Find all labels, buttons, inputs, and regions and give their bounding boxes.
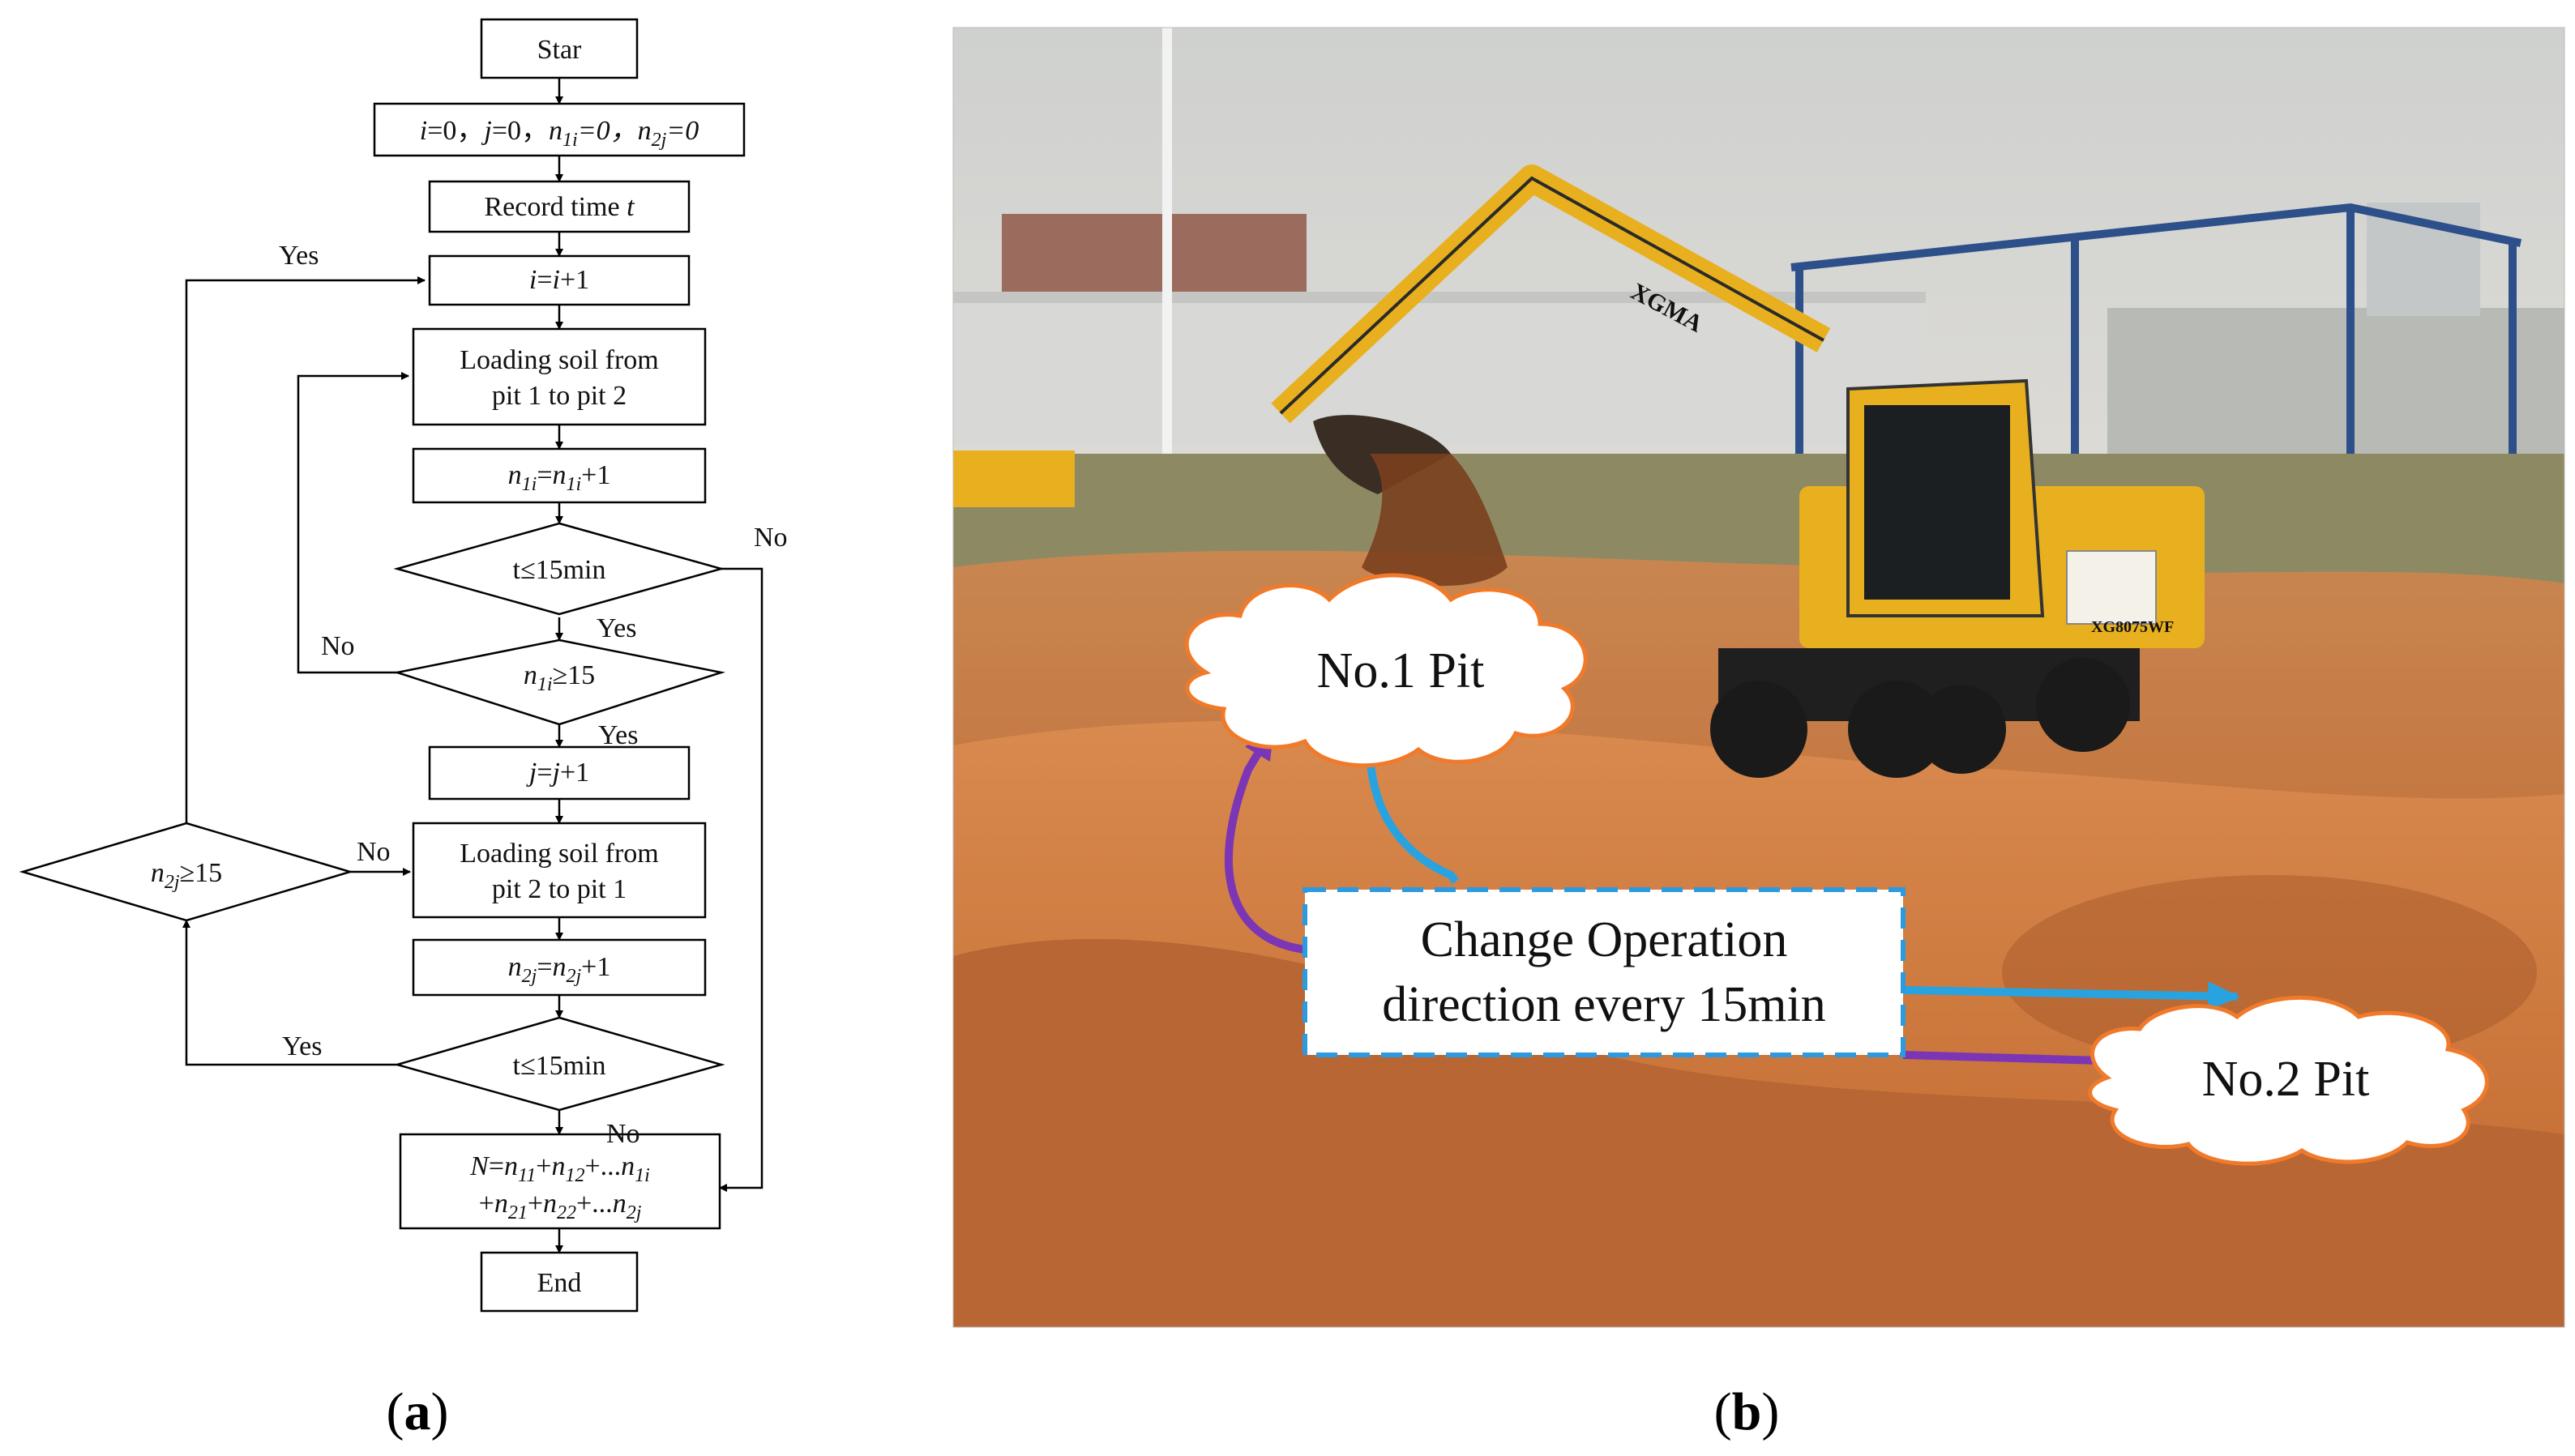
start-label: Star <box>537 35 582 65</box>
label-no-n1check: No <box>321 631 355 661</box>
t1-label: t≤15min <box>513 555 606 585</box>
edge-t2-yes <box>182 920 397 1066</box>
node-end: End <box>480 1251 639 1313</box>
edge-n2check-yes <box>185 276 426 823</box>
decision-t1: t≤15min <box>393 522 725 616</box>
node-start: Star <box>480 18 639 79</box>
node-n1-increment: n1i=n1i+1 <box>412 447 707 504</box>
node-load-pit2-to-pit1: Loading soil from pit 2 to pit 1 <box>412 822 707 919</box>
node-load-pit1-to-pit2: Loading soil from pit 1 to pit 2 <box>412 327 707 426</box>
load1-line1: Loading soil from <box>460 345 659 375</box>
increment-j-label: j=j+1 <box>526 758 589 788</box>
sum-line2: +n21+n22+...n2j <box>479 1189 642 1223</box>
blue-connector <box>1366 745 1459 884</box>
node-n2-increment: n2j=n2j+1 <box>412 938 707 997</box>
n2-increment-label: n2j=n2j+1 <box>508 952 611 987</box>
flowchart: Star i=0，j=0，n1i=0，n2j=0 Record time t i… <box>19 18 788 1313</box>
label-yes-loop: Yes <box>279 241 319 271</box>
n1-increment-label: n1i=n1i+1 <box>508 460 611 495</box>
edge-n1check-no <box>297 372 409 674</box>
excavator: XGMA XG8075WF <box>1271 164 2205 778</box>
light-pole <box>1162 28 1172 519</box>
record-time-label: Record time t <box>484 192 635 222</box>
n2check-label: n2j≥15 <box>151 858 222 893</box>
instruction-line2: direction every 15min <box>1382 977 1826 1032</box>
end-label: End <box>537 1268 582 1298</box>
load2-line1: Loading soil from <box>460 839 659 869</box>
decision-t2: t≤15min <box>393 1016 725 1112</box>
caption-b: (b) <box>1714 1382 1780 1441</box>
purple-arrow-to-pit1 <box>1224 726 1306 954</box>
n1check-label: n1i≥15 <box>524 660 595 695</box>
excavator-model: XG8075WF <box>2091 618 2174 636</box>
decision-n2check: n2j≥15 <box>19 822 354 922</box>
pit2-label: No.2 Pit <box>2202 1052 2370 1107</box>
node-sum: N=n11+n12+...n1i +n21+n22+...n2j <box>399 1133 721 1230</box>
label-no-t2: No <box>606 1119 640 1149</box>
instruction-line1: Change Operation <box>1421 912 1788 967</box>
sum-line1: N=n11+n12+...n1i <box>469 1151 650 1186</box>
load1-line2: pit 1 to pit 2 <box>492 381 627 411</box>
wheel-1 <box>1710 681 1807 778</box>
wheel-4 <box>2036 658 2130 752</box>
blue-arrow-to-pit2 <box>1902 981 2240 1011</box>
label-yes-n1check: Yes <box>598 720 638 750</box>
instruction-box: Change Operation direction every 15min <box>1302 887 1906 1057</box>
cab-window <box>1864 405 2010 600</box>
node-init: i=0，j=0，n1i=0，n2j=0 <box>373 102 746 157</box>
decision-n1check: n1i≥15 <box>393 638 725 726</box>
load2-line2: pit 2 to pit 1 <box>492 874 627 904</box>
parked-excavator <box>953 450 1075 507</box>
init-label: i=0，j=0，n1i=0，n2j=0 <box>420 116 699 151</box>
edge-t1-no <box>719 567 764 1192</box>
node-increment-j: j=j+1 <box>428 745 691 801</box>
cloud-pit2: No.2 Pit <box>2088 995 2489 1166</box>
label-yes-t2: Yes <box>282 1031 322 1061</box>
falling-soil <box>1362 454 1508 587</box>
t2-label: t≤15min <box>513 1051 606 1081</box>
wheel-2 <box>1848 681 1945 778</box>
site-photo: XGMA XG8075WF <box>952 27 2565 1328</box>
flow-connectors <box>182 78 764 1253</box>
label-no-n2check: No <box>357 837 391 867</box>
cloud-pit1: No.1 Pit <box>1184 573 1588 768</box>
wheel-3 <box>1917 685 2006 774</box>
node-increment-i: i=i+1 <box>428 254 691 306</box>
increment-i-label: i=i+1 <box>529 265 589 295</box>
caption-a: (a) <box>387 1382 449 1441</box>
pit1-label: No.1 Pit <box>1317 643 1485 698</box>
label-yes-t1: Yes <box>597 613 636 643</box>
node-record-time: Record time t <box>428 180 691 233</box>
label-no-t1: No <box>754 523 788 553</box>
